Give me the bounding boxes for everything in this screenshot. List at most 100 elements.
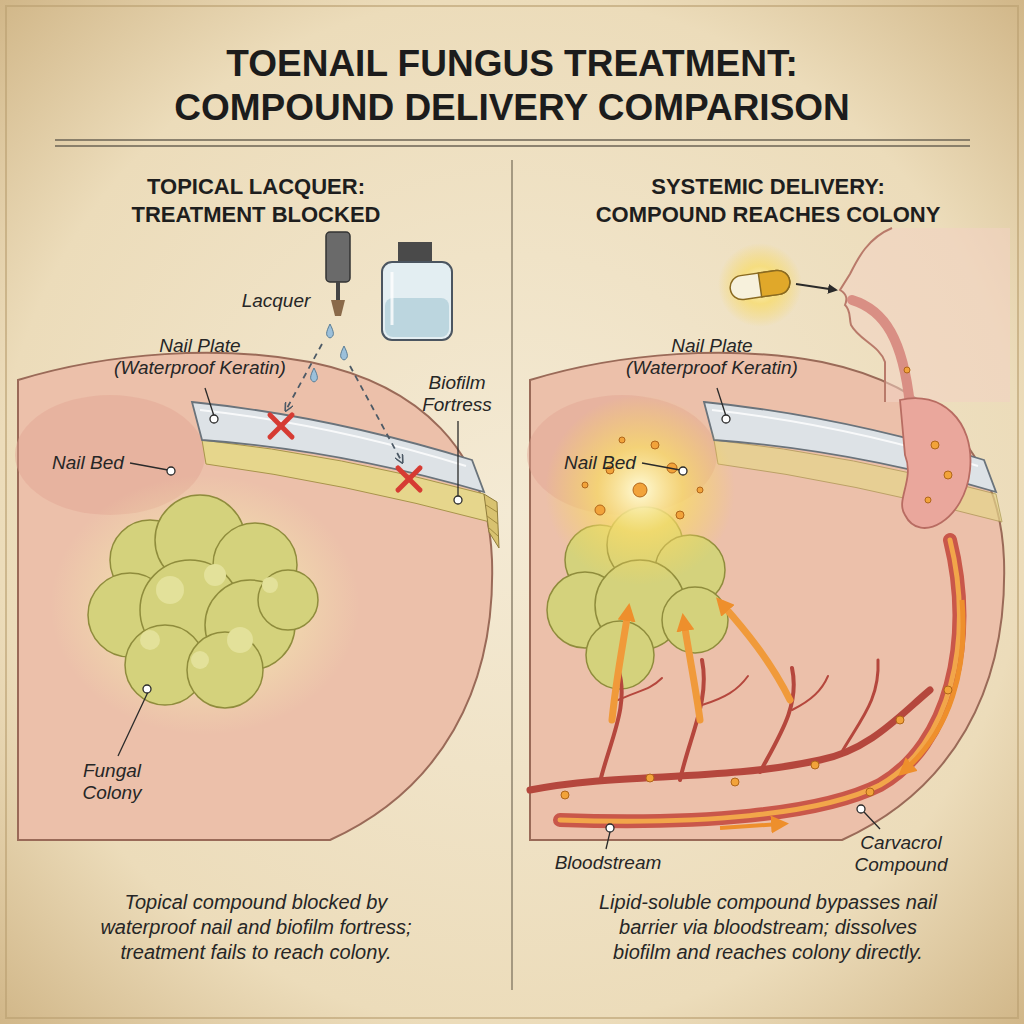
flow-arrow [905, 600, 963, 770]
compound-dots [931, 441, 939, 449]
part-label: Nail Bed [558, 452, 642, 474]
delivery-arrow [684, 622, 700, 720]
blood-vessels [618, 678, 662, 700]
toe-skin [530, 353, 1004, 840]
esophagus [852, 300, 910, 405]
bottle-highlight [391, 272, 394, 325]
compound-dots [904, 367, 952, 503]
brush-bristles [331, 300, 345, 316]
capsule [758, 269, 791, 297]
leader-dot [143, 415, 462, 693]
compound-dots [896, 716, 904, 724]
colony-texture [140, 630, 160, 650]
blood-vessels [840, 660, 878, 755]
part-label: Nail Bed [46, 452, 130, 474]
lacquer-droplets [327, 324, 334, 338]
dissolve-glow [545, 395, 735, 585]
colony-texture [262, 577, 278, 593]
compound-dots [561, 791, 569, 799]
leader-line [864, 812, 880, 829]
compound-dots [582, 482, 588, 488]
compound-dots [676, 511, 684, 519]
leader-line [118, 692, 148, 756]
part-label: Bloodstream [548, 852, 668, 874]
blocked-path [350, 366, 402, 462]
title-rule [55, 145, 970, 146]
fungal-colony [258, 570, 318, 630]
blood-vessels [530, 660, 930, 790]
colony-texture [227, 627, 253, 653]
flow-arrow [720, 824, 780, 828]
blocked-mark [270, 415, 292, 437]
compound-dots [651, 441, 659, 449]
delivery-arrow [722, 604, 790, 700]
lacquer-liquid [385, 298, 449, 337]
compound-dots [619, 437, 625, 443]
compound-dots [811, 761, 819, 769]
toe-illustration-systemic [527, 353, 1004, 840]
compound-dots [944, 471, 952, 479]
stomach [900, 398, 970, 528]
blood-vessels [702, 676, 748, 705]
part-label: Biofilm Fortress [414, 372, 500, 416]
lacquer-droplets [311, 324, 348, 382]
leader-dot [454, 496, 462, 504]
toe-illustration-systemic [527, 228, 1010, 849]
toe-illustration-topical [15, 232, 499, 840]
lacquer-droplets [341, 346, 348, 360]
compound-dots [595, 505, 605, 515]
part-label: Nail Plate (Waterproof Keratin) [622, 335, 802, 379]
leader-line [717, 388, 726, 416]
colony-glow [50, 475, 360, 735]
delivery-arrow [612, 604, 790, 720]
leader-line [205, 388, 214, 416]
biofilm-stripes [488, 527, 498, 536]
blocked-mark [270, 415, 420, 490]
leader-dot [143, 685, 151, 693]
blood-vessels [792, 676, 828, 710]
diagram-title: TOENAIL FUNGUS TREATMENT: COMPOUND DELIV… [132, 42, 892, 129]
blocked-mark [270, 415, 292, 437]
blocked-mark [398, 468, 420, 490]
blocked-mark [398, 468, 420, 490]
biofilm-stripes [486, 505, 497, 512]
fungal-colony [662, 587, 728, 653]
blocked-path [286, 344, 322, 410]
part-label: Lacquer [238, 290, 314, 312]
lacquer-droplets [311, 368, 318, 382]
lacquer-bottle [382, 262, 452, 340]
biofilm-stripes [486, 505, 498, 536]
nail-plate [192, 402, 484, 492]
leader-line [118, 388, 458, 756]
compound-dots [646, 774, 654, 782]
leader-dot [857, 805, 865, 813]
leader-line [642, 463, 680, 470]
colony-texture [156, 576, 184, 604]
leader-dot [210, 415, 218, 423]
leader-dot [606, 824, 614, 832]
compound-dots [633, 483, 647, 497]
leader-line [457, 421, 458, 496]
compound-dots [866, 788, 874, 796]
panel-caption: Topical compound blocked by waterproof n… [82, 890, 430, 965]
panel-heading: TOPICAL LACQUER: TREATMENT BLOCKED [80, 173, 432, 228]
paper-edge [6, 6, 1018, 1018]
brush-cap [326, 232, 350, 282]
leader-dot [722, 415, 730, 423]
panel-caption: Lipid-soluble compound bypasses nail bar… [594, 890, 942, 965]
panel: TOPICAL LACQUER: TREATMENT BLOCKED Topica… [20, 165, 492, 975]
biofilm-stripes [487, 516, 498, 524]
leader-dot [167, 467, 175, 475]
nail-highlight [200, 410, 466, 466]
leader-dot [679, 467, 687, 475]
panel-divider [511, 160, 512, 990]
capsule [729, 269, 792, 301]
compound-dots [697, 487, 703, 493]
title-rule [55, 139, 970, 140]
part-label: Fungal Colony [72, 760, 152, 804]
blood-vessels [760, 668, 794, 772]
biofilm-end [484, 494, 499, 548]
fungal-colony [88, 495, 318, 708]
compound-dots [904, 367, 910, 373]
